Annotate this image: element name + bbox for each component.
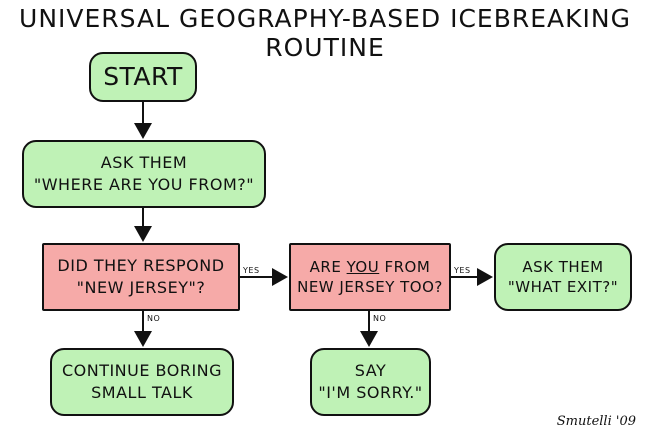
artist-signature: Smutelli '09 — [556, 414, 636, 429]
decision-you-line-1: Are you from — [297, 257, 443, 277]
ask-exit-line-2: "What exit?" — [507, 278, 619, 296]
start-label: Start — [103, 62, 183, 92]
ask-exit-line-1: Ask them — [522, 257, 604, 276]
edge-label-no-1: No — [147, 314, 161, 323]
start-node: Start — [89, 52, 197, 102]
sorry-line-1: Say — [354, 361, 387, 381]
decision-respond-node: Did they respond "New Jersey"? — [42, 243, 240, 311]
continue-line-1: Continue boring — [61, 361, 223, 381]
decision-you-text-a: Are — [309, 257, 347, 276]
edge-label-no-2: No — [373, 314, 387, 323]
continue-node: Continue boring small talk — [50, 348, 234, 416]
ask-where-line-1: Ask them — [100, 153, 188, 173]
decision-you-node: Are you from New Jersey too? — [289, 243, 451, 311]
decision-you-emphasis: you — [346, 257, 380, 276]
diagram-title: Universal Geography-Based Icebreaking Ro… — [19, 4, 631, 62]
continue-line-2: small talk — [91, 383, 193, 402]
decision-you-line-2: New Jersey too? — [297, 278, 443, 296]
edge-label-yes-1: Yes — [243, 266, 260, 275]
edge-label-yes-2: Yes — [454, 266, 471, 275]
ask-where-node: Ask them "Where are you from?" — [22, 140, 266, 208]
decision-respond-line-2: "New Jersey"? — [76, 278, 206, 297]
sorry-node: Say "I'm sorry." — [310, 348, 431, 416]
ask-exit-node: Ask them "What exit?" — [494, 243, 632, 311]
sorry-line-2: "I'm sorry." — [318, 383, 423, 402]
decision-respond-line-1: Did they respond — [57, 256, 225, 276]
decision-you-text-c: from — [379, 257, 431, 276]
ask-where-line-2: "Where are you from?" — [33, 175, 255, 194]
